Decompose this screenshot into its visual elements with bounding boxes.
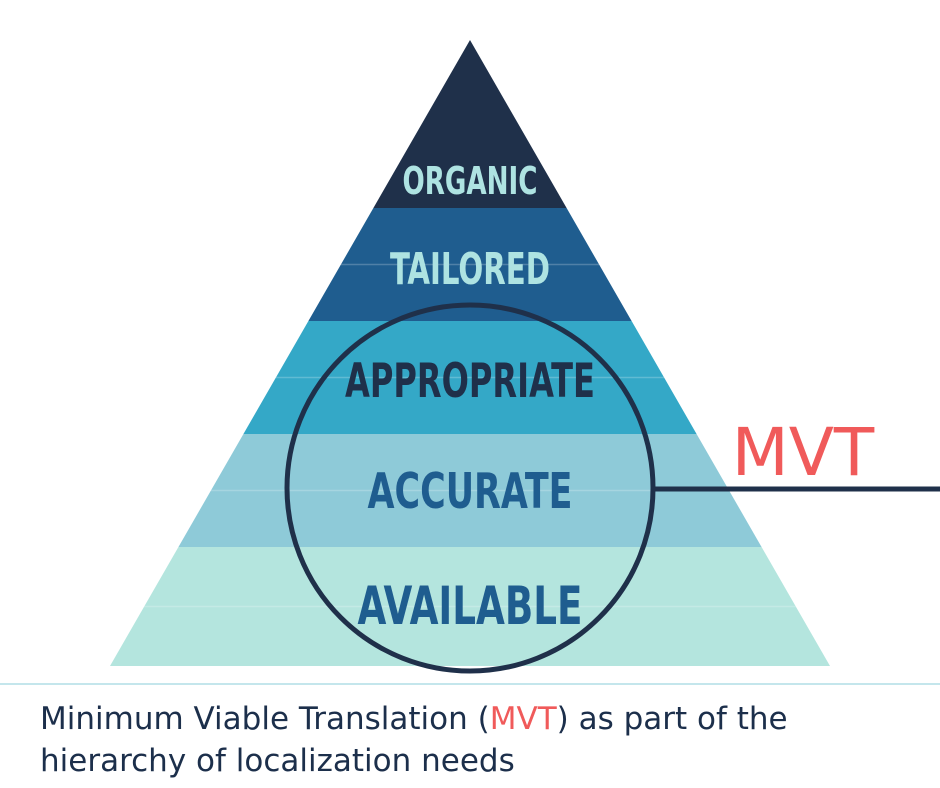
mvt-label: MVT [732, 414, 875, 491]
tier-label-appropriate: APPROPRIATE [345, 354, 595, 409]
diagram-caption: Minimum Viable Translation (MVT) as part… [40, 698, 920, 782]
caption-text-end: ) as part of the hierarchy of localizati… [40, 701, 788, 779]
localization-needs-pyramid: ORGANIC TAILORED APPROPRIATE ACCURATE AVAILA… [110, 40, 940, 674]
tier-tailored [308, 208, 632, 321]
caption-divider [0, 683, 940, 685]
tier-label-available: AVAILABLE [358, 576, 583, 637]
tier-stripes [144, 263, 796, 608]
caption-mvt-highlight: MVT [489, 701, 557, 737]
tier-label-organic: ORGANIC [403, 159, 538, 203]
tier-label-accurate: ACCURATE [368, 463, 573, 520]
tier-accurate [178, 434, 762, 547]
tier-available [110, 547, 830, 666]
pyramid-tiers [110, 40, 830, 666]
caption-text-start: Minimum Viable Translation ( [40, 701, 490, 737]
tier-labels: ORGANIC TAILORED APPROPRIATE ACCURATE AVAILA… [345, 159, 595, 637]
tier-organic [373, 40, 567, 208]
tier-label-tailored: TAILORED [390, 244, 550, 295]
tier-appropriate [243, 321, 697, 434]
